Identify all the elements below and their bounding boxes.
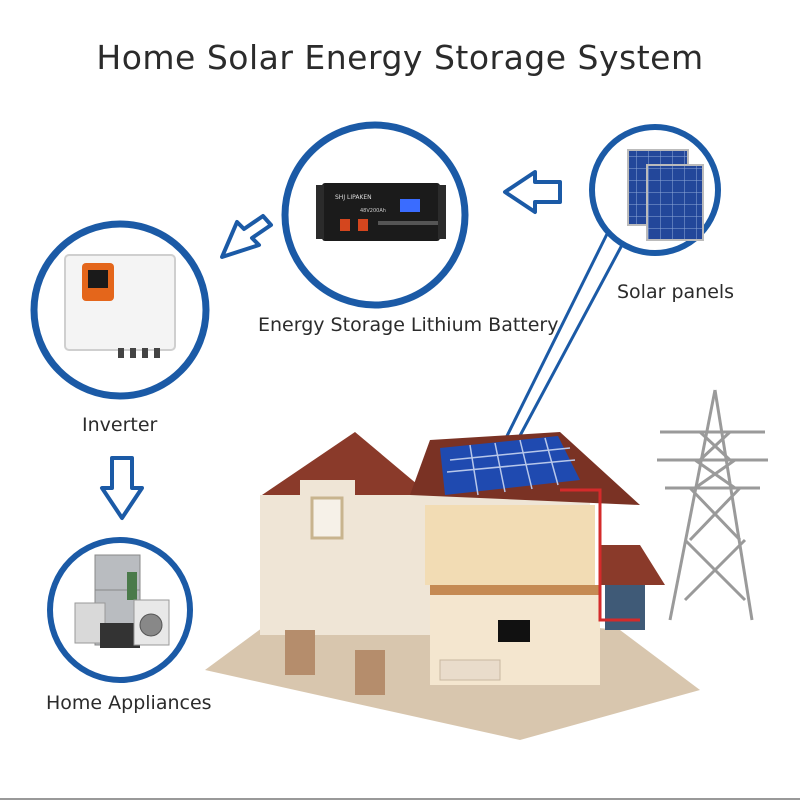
battery-model: 48V200Ah bbox=[360, 208, 386, 214]
battery-brand: SHJ LIPAKEN bbox=[335, 194, 372, 201]
inverter-label: Inverter bbox=[82, 414, 157, 436]
inverter-icon bbox=[65, 255, 175, 358]
house-illustration bbox=[205, 432, 700, 740]
arrow-battery-to-inverter-icon bbox=[222, 216, 271, 257]
home-appliances-label: Home Appliances bbox=[46, 692, 212, 714]
arrow-inverter-to-appliances-icon bbox=[102, 458, 142, 518]
arrow-solar-to-battery-icon bbox=[505, 172, 560, 212]
power-pylon-icon bbox=[657, 390, 768, 620]
battery-label: Energy Storage Lithium Battery bbox=[258, 314, 558, 336]
battery-icon: SHJ LIPAKEN 48V200Ah bbox=[316, 183, 446, 241]
solar-panels-label: Solar panels bbox=[617, 281, 734, 303]
